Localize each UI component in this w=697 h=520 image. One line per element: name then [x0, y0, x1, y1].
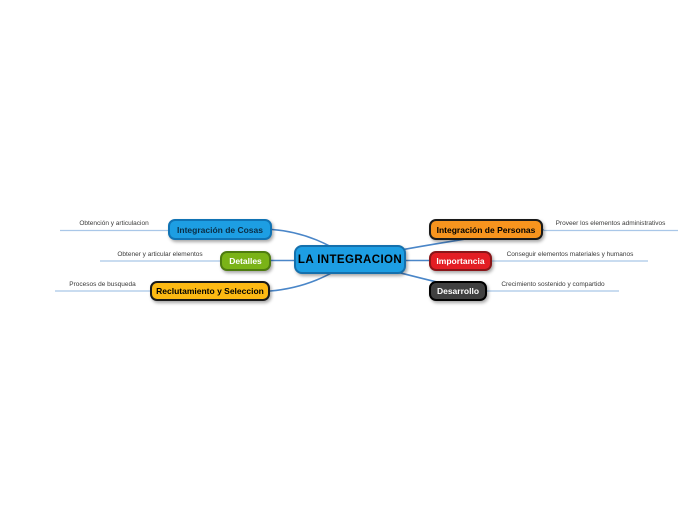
topic-label: Integración de Personas: [436, 224, 536, 235]
topic-node-reclutamiento-y-seleccion[interactable]: Reclutamiento y Seleccion: [150, 281, 270, 301]
subtopic-label: Obtención y articulacion: [79, 220, 149, 227]
subtopic-crecimiento-sostenido-y-compartido[interactable]: Crecimiento sostenido y compartido: [487, 275, 619, 289]
subtopic-obtener-y-articular-elementos[interactable]: Obtener y articular elementos: [100, 245, 220, 259]
central-topic-label: LA INTEGRACION: [297, 253, 403, 266]
topic-node-integracion-de-personas[interactable]: Integración de Personas: [429, 219, 543, 240]
topic-node-integracion-de-cosas[interactable]: Integración de Cosas: [168, 219, 272, 240]
topic-label: Importancia: [436, 256, 485, 266]
subtopic-procesos-de-busqueda[interactable]: Procesos de busqueda: [55, 275, 150, 289]
topic-node-importancia[interactable]: Importancia: [429, 251, 492, 271]
subtopic-proveer-los-elementos-administrativos[interactable]: Proveer los elementos administrativos: [543, 214, 678, 228]
subtopic-label: Procesos de busqueda: [69, 281, 136, 288]
topic-node-desarrollo[interactable]: Desarrollo: [429, 281, 487, 301]
topic-label: Integración de Cosas: [177, 224, 263, 235]
subtopic-label: Crecimiento sostenido y compartido: [501, 281, 605, 288]
subtopic-label: Proveer los elementos administrativos: [555, 220, 666, 227]
topic-label: Reclutamiento y Seleccion: [156, 286, 264, 296]
subtopic-obtencion-y-articulacion[interactable]: Obtención y articulacion: [60, 214, 168, 228]
topic-label: Detalles: [229, 256, 262, 266]
subtopic-label: Obtener y articular elementos: [117, 251, 203, 258]
subtopic-conseguir-elementos-materiales-y-humanos[interactable]: Conseguir elementos materiales y humanos: [492, 245, 648, 259]
topic-label: Desarrollo: [436, 286, 480, 296]
central-topic-node[interactable]: LA INTEGRACION: [294, 245, 406, 274]
subtopic-label: Conseguir elementos materiales y humanos: [506, 251, 634, 258]
topic-node-detalles[interactable]: Detalles: [220, 251, 271, 271]
